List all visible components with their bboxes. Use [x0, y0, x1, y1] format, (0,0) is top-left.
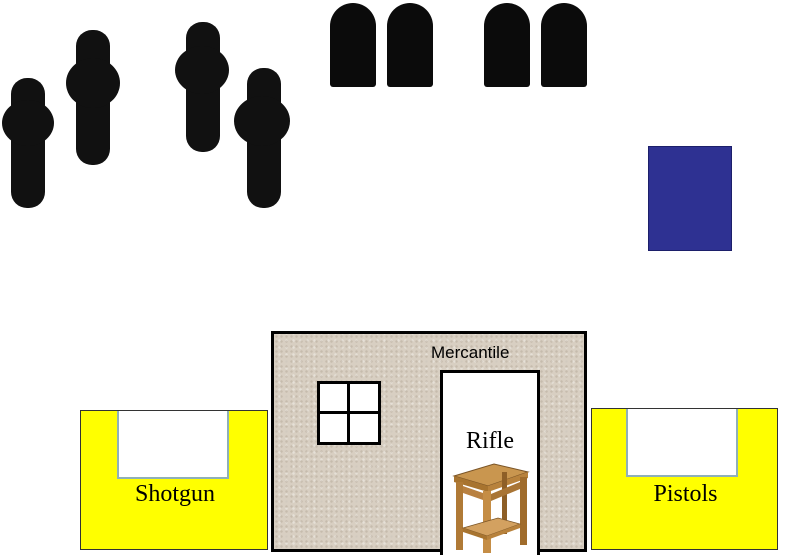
tombstone-target-2: [387, 3, 433, 87]
pistols-bay-window: [626, 409, 738, 477]
tombstone-target-4: [541, 3, 587, 87]
pistols-label: Pistols: [653, 481, 718, 507]
tombstone-target-1: [330, 3, 376, 87]
shotgun-bay: Shotgun: [80, 410, 268, 550]
rifle-label: Rifle: [466, 428, 514, 454]
mercantile-sign: Mercantile: [431, 343, 510, 362]
shotgun-label: Shotgun: [134, 481, 215, 507]
shotgun-bay-window: [117, 411, 229, 479]
mercantile-door: Rifle: [440, 370, 540, 555]
blue-square-target: [648, 146, 732, 251]
pistols-bay: Pistols: [591, 408, 778, 550]
mercantile-building: Mercantile Rifle: [271, 331, 587, 555]
tombstone-target-3: [484, 3, 530, 87]
wooden-side-table-icon: [452, 463, 530, 553]
building-window: [317, 381, 381, 445]
